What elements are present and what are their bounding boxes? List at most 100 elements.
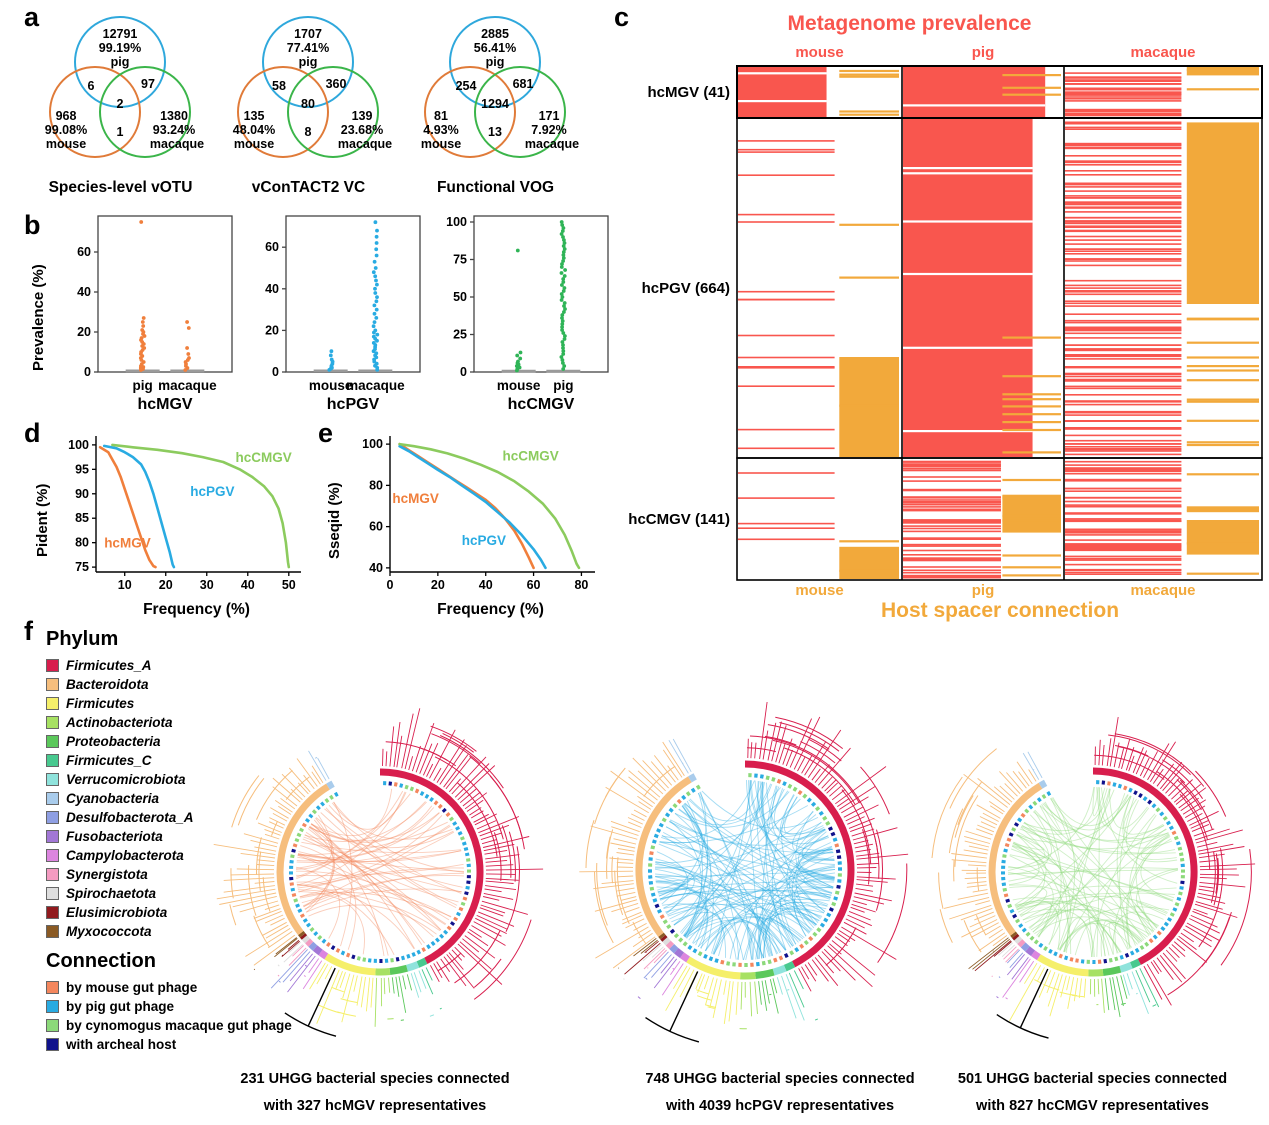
tree-caption-line1: 501 UHGG bacterial species connected	[957, 1071, 1228, 1087]
svg-text:100: 100	[68, 438, 89, 452]
venn-mouse-macaque-count: 1	[116, 125, 124, 139]
connection-name: with archeal host	[66, 1037, 177, 1052]
venn-mouse-pct: 48.04%	[232, 123, 276, 137]
venn-title: vConTACT2 VC	[251, 179, 366, 196]
venn-macaque-label: macaque	[149, 137, 205, 151]
phylum-swatch	[46, 830, 59, 843]
connection-name: by cynomogus macaque gut phage	[66, 1018, 292, 1033]
heatmap-top-label-pig: pig	[971, 44, 995, 61]
legend-item: Firmicutes_A	[46, 656, 194, 675]
svg-text:Frequency (%): Frequency (%)	[437, 601, 544, 618]
venn-pig-count: 1707	[294, 27, 322, 41]
svg-text:mouse: mouse	[309, 378, 353, 393]
svg-text:20: 20	[265, 323, 279, 337]
phylum-name: Campylobacterota	[66, 848, 184, 863]
connection-swatch	[46, 981, 59, 994]
venn-macaque-pct: 7.92%	[531, 123, 567, 137]
svg-text:100: 100	[362, 437, 383, 451]
heatmap-bottom-label-macaque: macaque	[1130, 582, 1196, 599]
svg-text:macaque: macaque	[346, 378, 405, 393]
legend-item: with archeal host	[46, 1035, 292, 1054]
svg-text:60: 60	[369, 520, 383, 534]
connection-swatch	[46, 1038, 59, 1051]
legend-item: Cyanobacteria	[46, 789, 194, 808]
panel-b-label: b	[24, 210, 41, 240]
heatmap-top-label-mouse: mouse	[795, 44, 844, 61]
svg-text:hcPGV: hcPGV	[462, 533, 506, 548]
svg-text:pig: pig	[133, 378, 153, 393]
svg-text:40: 40	[265, 282, 279, 296]
phylum-name: Actinobacteriota	[66, 715, 173, 730]
legend-item: by pig gut phage	[46, 997, 292, 1016]
venn-macaque-count: 1380	[160, 109, 188, 123]
panel-c-label: c	[614, 2, 630, 32]
svg-text:0: 0	[272, 365, 279, 379]
legend-item: Myxococcota	[46, 922, 194, 941]
legend-item: Spirochaetota	[46, 884, 194, 903]
venn-macaque-count: 139	[351, 109, 373, 123]
legend-item: Elusimicrobiota	[46, 903, 194, 922]
legend-item: Firmicutes	[46, 694, 194, 713]
phylum-name: Verrucomicrobiota	[66, 772, 186, 787]
svg-text:hcCMGV: hcCMGV	[508, 396, 575, 411]
phylum-swatch	[46, 906, 59, 919]
venn-pig-macaque-count: 97	[141, 77, 155, 91]
phylum-swatch	[46, 925, 59, 938]
venn-pig-label: pig	[298, 55, 318, 69]
heatmap-bottom-label-mouse: mouse	[795, 582, 844, 599]
svg-text:75: 75	[75, 560, 89, 574]
venn-all-count: 1294	[481, 97, 509, 111]
svg-text:80: 80	[574, 578, 588, 592]
phylum-name: Myxococcota	[66, 924, 152, 939]
venn-pig-pct: 77.41%	[286, 41, 330, 55]
heatmap-row-label-hcMGV: hcMGV (41)	[647, 84, 730, 101]
venn-pig-mouse-count: 6	[87, 79, 95, 93]
panel-d-label: d	[24, 418, 41, 448]
venn-pig-count: 2885	[481, 27, 509, 41]
venn-pig-macaque-count: 681	[512, 77, 534, 91]
svg-text:60: 60	[527, 578, 541, 592]
svg-text:30: 30	[200, 578, 214, 592]
venn-mouse-label: mouse	[233, 137, 275, 151]
venn-pig-pct: 99.19%	[98, 41, 142, 55]
svg-text:0: 0	[387, 578, 394, 592]
metagenome-prevalence-title: Metagenome prevalence	[787, 12, 1032, 35]
host-spacer-connection-title: Host spacer connection	[880, 599, 1120, 622]
venn-pig-mouse-count: 254	[455, 79, 477, 93]
venn-all-count: 80	[301, 97, 315, 111]
svg-text:pig: pig	[553, 378, 573, 393]
venn-macaque-pct: 93.24%	[152, 123, 196, 137]
venn-pig-label: pig	[110, 55, 130, 69]
phylum-name: Firmicutes	[66, 696, 135, 711]
heatmap-row-label-hcPGV: hcPGV (664)	[641, 280, 730, 297]
svg-text:40: 40	[77, 285, 91, 299]
phylum-name: Bacteroidota	[66, 677, 149, 692]
svg-text:hcCMGV: hcCMGV	[236, 450, 292, 465]
legend-item: Verrucomicrobiota	[46, 770, 194, 789]
venn-mouse-macaque-count: 8	[304, 125, 312, 139]
tree-caption-line1: 231 UHGG bacterial species connected	[240, 1071, 510, 1087]
heatmap-row-label-hcCMGV: hcCMGV (141)	[628, 511, 730, 528]
phylum-name: Desulfobacterota_A	[66, 810, 194, 825]
legend-item: Campylobacterota	[46, 846, 194, 865]
svg-text:80: 80	[369, 478, 383, 492]
svg-text:20: 20	[77, 325, 91, 339]
tree-caption-line2: with 827 hcCMGV representatives	[976, 1098, 1209, 1114]
svg-text:hcMGV: hcMGV	[104, 536, 151, 551]
svg-text:0: 0	[84, 365, 91, 379]
svg-text:20: 20	[159, 578, 173, 592]
venn-title: Functional VOG	[436, 179, 555, 196]
tree-caption-hcCMGV: 501 UHGG bacterial species connected wit…	[920, 1066, 1265, 1120]
phylum-legend-title: Phylum	[46, 628, 119, 650]
phylum-name: Spirochaetota	[66, 886, 157, 901]
phylum-swatch	[46, 811, 59, 824]
phylum-swatch	[46, 792, 59, 805]
svg-text:hcMGV: hcMGV	[137, 396, 192, 411]
legend-item: Desulfobacterota_A	[46, 808, 194, 827]
